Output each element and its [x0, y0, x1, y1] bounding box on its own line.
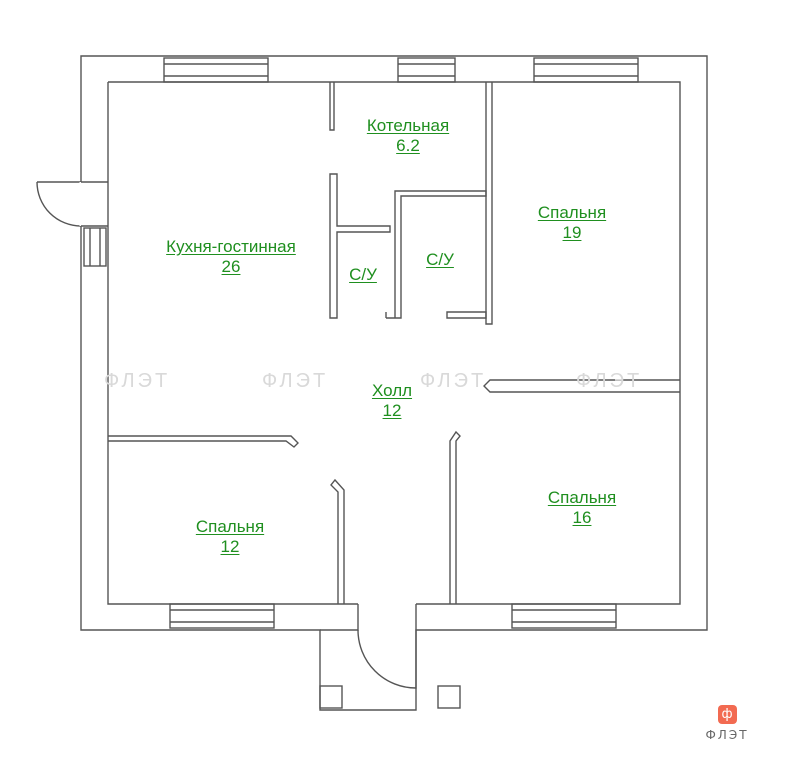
entrance-porch [320, 604, 417, 631]
room-bedroom-sw-name: Спальня [195, 517, 265, 536]
room-hall: Холл 12 [372, 381, 412, 421]
entrance-door [357, 629, 417, 689]
room-hall-name: Холл [371, 381, 413, 400]
watermark: ФЛЭТ [104, 370, 171, 392]
outer-wall [80, 55, 708, 711]
room-wc-right-name: С/У [426, 250, 454, 269]
window-top-middle [397, 57, 456, 83]
room-bedroom-se-name: Спальня [547, 488, 617, 507]
room-bedroom-se-area: 16 [572, 508, 592, 527]
brand-icon: ф [717, 705, 737, 724]
room-bedroom-ne-area: 19 [562, 223, 582, 242]
door-left [36, 181, 82, 227]
room-boiler: Котельная 6.2 [367, 116, 449, 156]
watermark: ФЛЭТ [420, 370, 487, 392]
watermark: ФЛЭТ [262, 370, 329, 392]
room-hall-area: 12 [382, 401, 402, 420]
window-left [83, 227, 107, 267]
room-wc-right: С/У [426, 250, 454, 270]
watermark: ФЛЭТ [576, 370, 643, 392]
porch-step-left [319, 685, 343, 709]
room-wc-left-name: С/У [349, 265, 377, 284]
room-bedroom-sw-area: 12 [220, 537, 240, 556]
window-bottom-right [511, 603, 617, 629]
brand-logo: ф ФЛЭТ [701, 705, 753, 742]
room-wc-left: С/У [349, 265, 377, 285]
brand-name: ФЛЭТ [705, 728, 749, 742]
room-bedroom-sw: Спальня 12 [196, 517, 264, 557]
window-top-right [533, 57, 639, 83]
room-bedroom-se: Спальня 16 [548, 488, 616, 528]
room-boiler-name: Котельная [366, 116, 450, 135]
room-bedroom-ne-name: Спальня [537, 203, 607, 222]
room-kitchen-living-name: Кухня-гостинная [166, 237, 296, 256]
porch-step-right [437, 685, 461, 709]
room-bedroom-ne: Спальня 19 [538, 203, 606, 243]
window-top-left [163, 57, 269, 83]
window-bottom-left [169, 603, 275, 629]
room-kitchen-living-area: 26 [221, 257, 241, 276]
room-kitchen-living: Кухня-гостинная 26 [166, 237, 296, 277]
room-boiler-area: 6.2 [396, 136, 420, 155]
